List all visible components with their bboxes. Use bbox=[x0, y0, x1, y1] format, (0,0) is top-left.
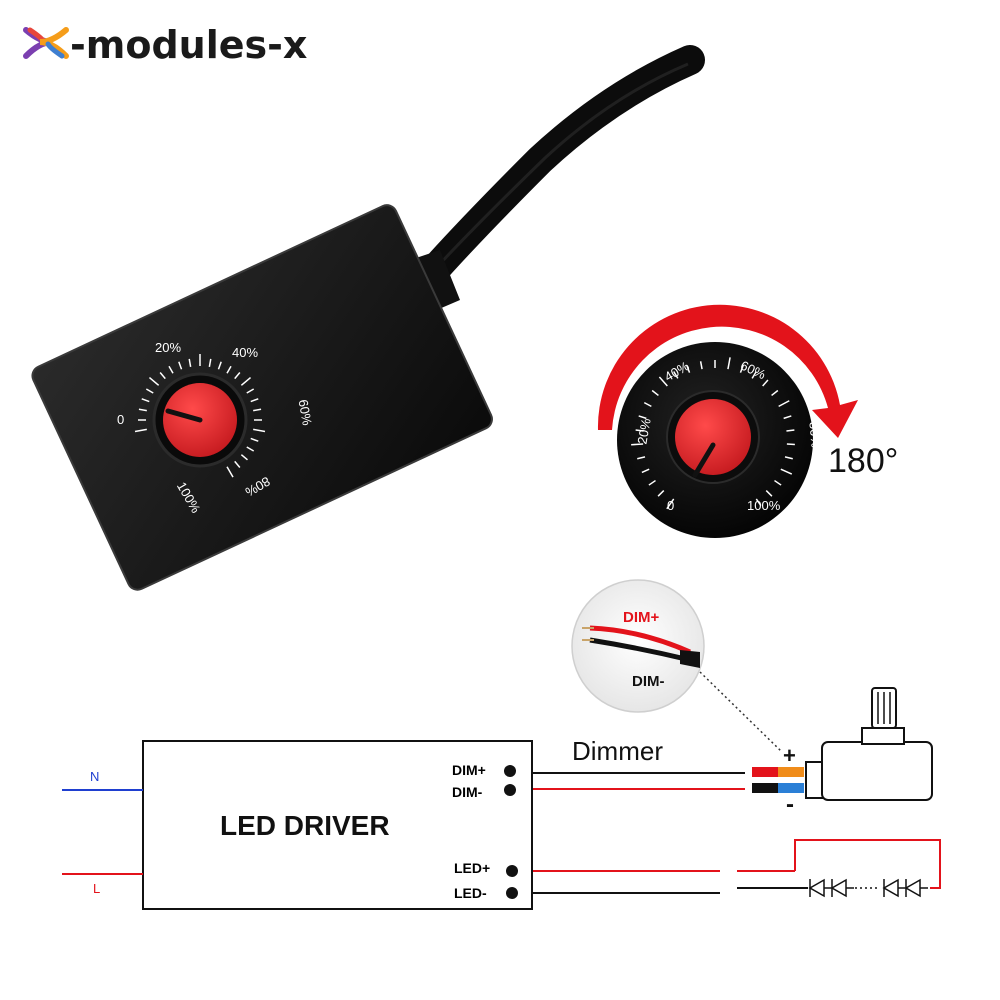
brand-name: -modules-x bbox=[70, 23, 307, 67]
closeup-dial-tick bbox=[739, 364, 744, 373]
led-driver-title: LED DRIVER bbox=[220, 810, 390, 841]
closeup-dial-tick bbox=[658, 376, 668, 387]
closeup-label-100: 100% bbox=[747, 498, 781, 513]
closeup-knob bbox=[666, 390, 760, 484]
closeup-dial-tick bbox=[778, 400, 790, 408]
closeup-dial-tick bbox=[686, 364, 691, 373]
device-dial-tick bbox=[240, 454, 248, 461]
device-dial-tick bbox=[234, 372, 241, 380]
closeup-dial-tick bbox=[762, 379, 769, 387]
dimmer-minus-sign: - bbox=[786, 791, 794, 818]
closeup-dial-tick bbox=[774, 479, 782, 486]
neutral-label: N bbox=[90, 769, 99, 784]
device-dial-label-20: 20% bbox=[155, 340, 181, 355]
line-label: L bbox=[93, 881, 100, 896]
led-diode-icon bbox=[830, 878, 847, 898]
device-dial-tick bbox=[250, 398, 259, 403]
closeup-label-20: 20% bbox=[634, 417, 653, 446]
terminal-dim-minus-label: DIM- bbox=[452, 784, 483, 800]
closeup-dial-tick bbox=[631, 443, 644, 446]
closeup-dial-tick bbox=[751, 371, 757, 379]
inset-pointer-line bbox=[699, 671, 783, 753]
dimmer-module: + - bbox=[752, 687, 933, 818]
dimmer-plus-sign: + bbox=[783, 743, 796, 768]
device-dial-tick bbox=[145, 388, 154, 394]
inset-dim-minus-label: DIM- bbox=[632, 673, 665, 690]
closeup-dial-tick bbox=[786, 429, 795, 432]
closeup-dial-tick bbox=[641, 468, 650, 474]
terminal-led-minus-dot bbox=[506, 887, 518, 899]
device-dial-tick bbox=[148, 377, 160, 386]
terminal-led-plus-dot bbox=[506, 865, 518, 877]
closeup-dial-tick bbox=[780, 468, 793, 475]
dimmer-module-knob-icon bbox=[871, 687, 897, 729]
closeup-dial-tick bbox=[784, 456, 793, 460]
dimmer-label: Dimmer bbox=[572, 736, 663, 766]
device-dial-label-0: 0 bbox=[117, 412, 124, 427]
closeup-dial-tick bbox=[783, 415, 792, 420]
terminal-led-minus-label: LED- bbox=[454, 885, 487, 901]
led-diode-icon bbox=[882, 878, 899, 898]
closeup-dial-tick bbox=[651, 389, 659, 397]
device-knob[interactable] bbox=[152, 372, 248, 468]
closeup-dial: 20% 40% 60% 80% 100% 0 180° bbox=[597, 304, 898, 538]
rotation-arrow bbox=[597, 304, 858, 438]
closeup-dial-tick bbox=[755, 498, 762, 506]
device-dial-tick bbox=[188, 358, 192, 367]
led-driver-box bbox=[142, 740, 533, 910]
brand-logo: -modules-x bbox=[23, 23, 307, 67]
device-dial-tick bbox=[134, 428, 147, 433]
device-dial-tick bbox=[250, 437, 259, 442]
led-string-icon bbox=[808, 878, 928, 898]
device-dial-tick bbox=[168, 365, 174, 374]
device-dial-tick bbox=[226, 365, 232, 374]
device-dial-label-40: 40% bbox=[232, 345, 258, 360]
device-dial-label-60: 60% bbox=[296, 398, 315, 427]
device-dial-tick bbox=[253, 428, 266, 433]
device-dial-tick bbox=[141, 398, 150, 403]
device-cable bbox=[415, 45, 705, 290]
logo-x-icon bbox=[23, 27, 69, 59]
led-return-wire bbox=[794, 839, 941, 889]
terminal-dim-plus-dot bbox=[504, 765, 516, 777]
device-dial-tick bbox=[253, 408, 262, 412]
terminal-led-plus-label: LED+ bbox=[454, 860, 490, 876]
closeup-dial-tick bbox=[666, 498, 675, 510]
device-dial-tick bbox=[234, 460, 241, 468]
closeup-dial-tick bbox=[699, 361, 703, 370]
dimmer-device: 0 20% 40% 60% 80% 100% bbox=[31, 204, 493, 591]
device-dial-tick bbox=[159, 372, 166, 380]
terminal-dim-minus-dot bbox=[504, 784, 516, 796]
device-dial-tick bbox=[240, 377, 252, 386]
device-dial-tick bbox=[178, 361, 183, 370]
terminal-dim-plus-label: DIM+ bbox=[452, 762, 486, 778]
device-dial-tick bbox=[246, 446, 255, 452]
closeup-dial-tick bbox=[648, 479, 656, 486]
rotation-degree-label: 180° bbox=[828, 442, 898, 480]
closeup-dial-tick bbox=[643, 401, 652, 408]
device-dial-tick bbox=[226, 466, 234, 478]
closeup-label-80: 80% bbox=[806, 421, 823, 449]
closeup-dial-tick bbox=[638, 415, 647, 420]
device-dial-tick bbox=[208, 358, 212, 367]
wire-inset: DIM+ DIM- bbox=[571, 579, 783, 753]
led-diode-icon bbox=[808, 878, 825, 898]
closeup-label-0: 0 bbox=[667, 498, 674, 513]
wiring-diagram: LED DRIVER DIM+ DIM- LED+ LED- N L Dimme… bbox=[62, 687, 941, 910]
closeup-dial-tick bbox=[771, 389, 779, 397]
closeup-dial-tick bbox=[673, 371, 679, 379]
led-diode-icon bbox=[904, 878, 921, 898]
device-dial-tick bbox=[217, 361, 222, 370]
closeup-dial-tick bbox=[637, 456, 646, 460]
device-dial-tick bbox=[138, 408, 147, 412]
closeup-dial-tick bbox=[657, 490, 665, 497]
closeup-dial-tick bbox=[635, 429, 644, 432]
inset-dim-plus-label: DIM+ bbox=[623, 609, 659, 626]
closeup-dial-tick bbox=[727, 357, 731, 370]
device-dial-tick bbox=[246, 388, 255, 394]
closeup-dial-tick bbox=[765, 490, 773, 497]
